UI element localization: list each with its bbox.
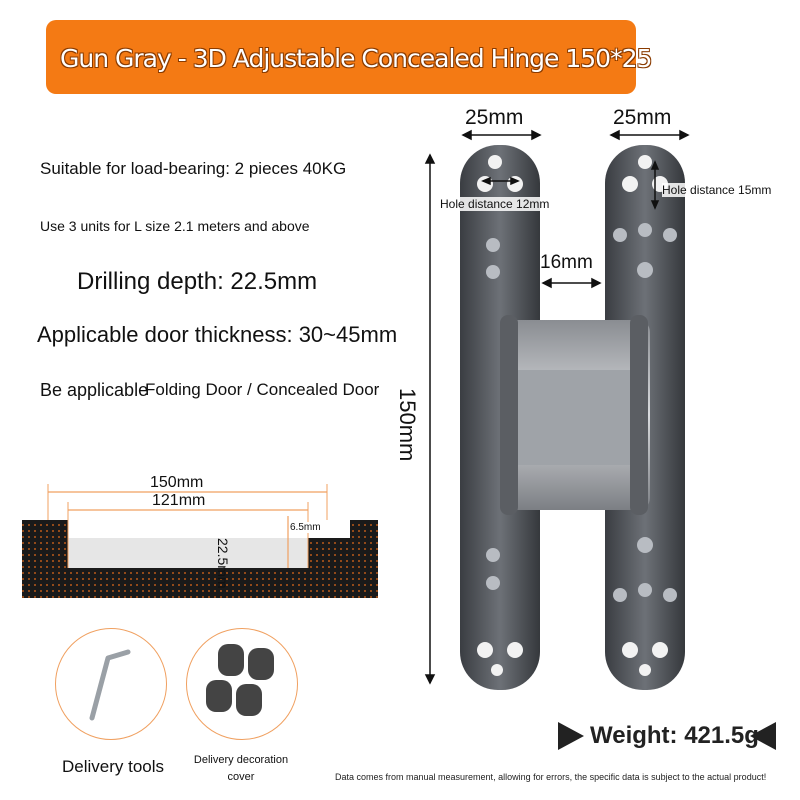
outer-width-label: 150mm: [150, 474, 204, 491]
cover-label: Delivery decoration cover: [193, 754, 289, 783]
cover-circle: [186, 628, 298, 740]
weight-label: Weight: 421.5g: [590, 722, 759, 749]
left-hole-distance: Hole distance 12mm: [440, 197, 550, 211]
applicable-value: Folding Door / Concealed Door: [145, 380, 380, 399]
hinge-image: [460, 145, 685, 690]
gap-label: 16mm: [540, 252, 593, 273]
thickness-spec: Applicable door thickness: 30~45mm: [37, 322, 398, 347]
depth-spec: Drilling depth: 22.5mm: [77, 268, 318, 295]
title-banner: [46, 20, 636, 94]
step-label: 6.5mm: [290, 522, 321, 533]
weight-right-marker-icon: [750, 722, 776, 750]
load-spec: Suitable for load-bearing: 2 pieces 40KG: [40, 159, 347, 178]
inner-width-label: 121mm: [152, 492, 206, 509]
tools-circle: [55, 628, 167, 740]
cover-icon: [206, 644, 274, 716]
right-hole-distance: Hole distance 15mm: [662, 183, 772, 197]
tools-label: Delivery tools: [62, 757, 165, 776]
hex-key-icon: [89, 649, 131, 721]
product-title: Gun Gray - 3D Adjustable Concealed Hinge…: [60, 44, 652, 73]
left-width-label: 25mm: [465, 106, 524, 129]
weight-left-marker-icon: [558, 722, 584, 750]
drilling-diagram: [22, 484, 378, 598]
units-spec: Use 3 units for L size 2.1 meters and ab…: [40, 218, 310, 234]
applicable-label: Be applicable: [40, 380, 149, 400]
right-width-label: 25mm: [613, 106, 672, 129]
disclaimer: Data comes from manual measurement, allo…: [335, 772, 767, 782]
